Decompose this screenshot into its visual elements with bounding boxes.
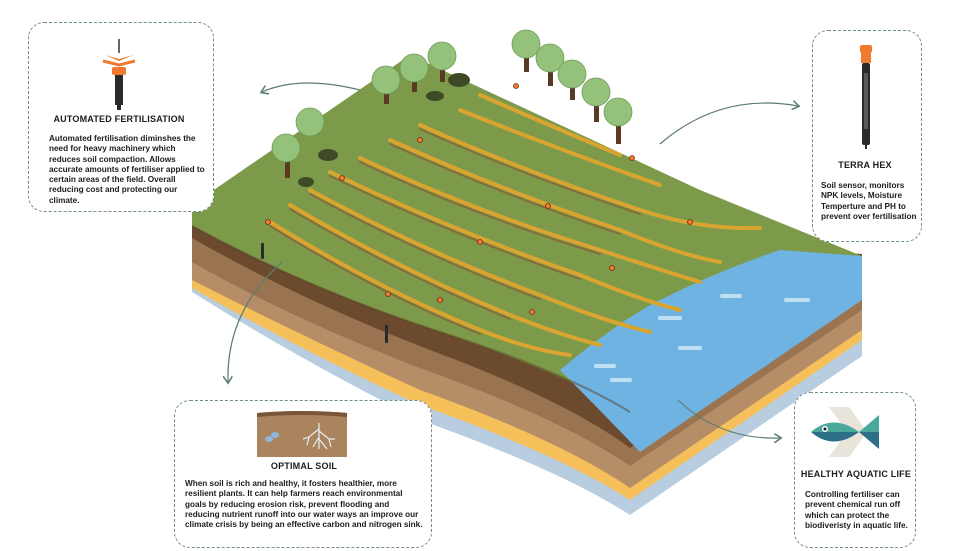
fertiliser-drone-icon: [102, 39, 136, 110]
terra-hex-card: TERRA HEX Soil sensor, monitors NPK leve…: [812, 30, 922, 242]
crop-row-shadows: [269, 128, 641, 335]
aquatic-life-text: Controlling fertiliser can prevent chemi…: [805, 490, 908, 530]
fish-icon: [811, 407, 879, 457]
fertilisation-card: AUTOMATED FERTILISATION Automated fertil…: [28, 22, 214, 212]
fertilisation-text: Automated fertilisation diminshes the ne…: [49, 134, 205, 205]
soil-sensor-icon: [860, 45, 872, 149]
optimal-soil-title: OPTIMAL SOIL: [270, 461, 338, 471]
field-sensors: [265, 83, 693, 315]
soil-probes: [261, 243, 388, 343]
arrow-to-fertilisation: [262, 82, 361, 92]
connector-arrows: [228, 82, 798, 438]
soil-cross-section-icon: [257, 411, 347, 457]
optimal-soil-text: When soil is rich and healthy, it foster…: [185, 479, 423, 530]
terra-hex-text: Soil sensor, monitors NPK levels, Moistu…: [821, 181, 917, 221]
crop-rows: [268, 93, 762, 357]
terra-hex-title: TERRA HEX: [838, 160, 892, 170]
aquatic-life-title: HEALTHY AQUATIC LIFE: [800, 469, 912, 479]
arrow-to-terra-hex: [659, 103, 798, 145]
aquatic-life-card: HEALTHY AQUATIC LIFE Controlling fertili…: [794, 392, 916, 548]
trees: [271, 29, 633, 187]
optimal-soil-card: OPTIMAL SOIL When soil is rich and healt…: [174, 400, 432, 548]
arrow-to-optimal-soil: [228, 261, 283, 382]
fertilisation-title: AUTOMATED FERTILISATION: [53, 114, 185, 124]
water-ripples: [594, 294, 810, 382]
arrow-to-aquatic-life: [677, 399, 780, 438]
